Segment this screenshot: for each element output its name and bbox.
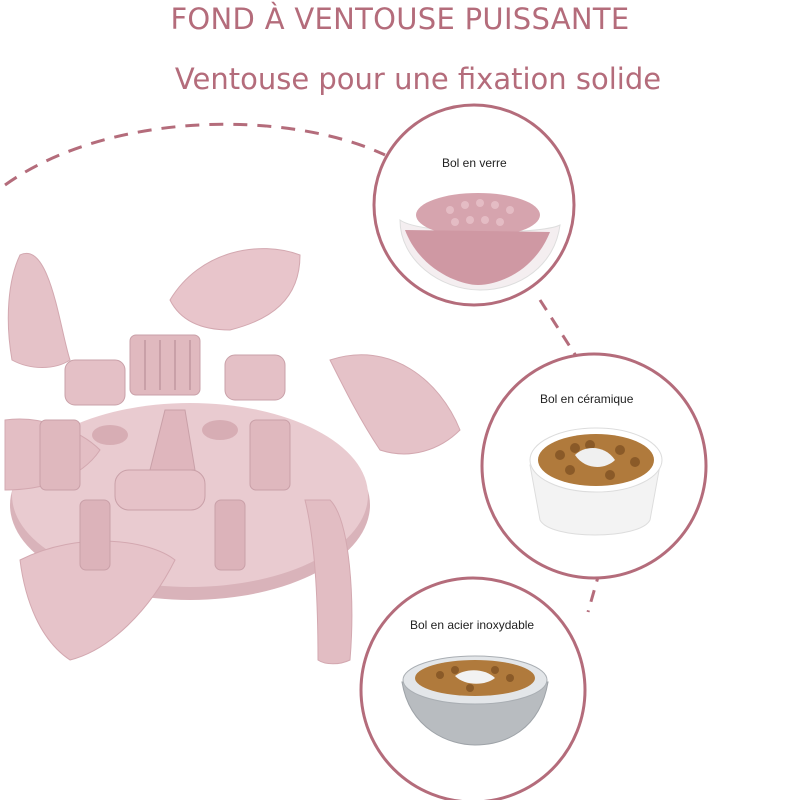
- steel-bowl-circle: [359, 576, 587, 800]
- dashed-arc: [4, 122, 386, 187]
- glass-bowl-circle: [372, 103, 576, 307]
- page-subtitle: Ventouse pour une fixation solide: [174, 62, 662, 96]
- page-title: FOND À VENTOUSE PUISSANTE: [170, 2, 630, 36]
- circle-label-glass: Bol en verre: [442, 156, 507, 170]
- ceramic-bowl-circle: [480, 352, 708, 580]
- circle-label-ceramic: Bol en céramique: [540, 392, 634, 406]
- slow-feeder-product: [4, 248, 461, 665]
- circle-label-steel: Bol en acier inoxydable: [410, 618, 535, 632]
